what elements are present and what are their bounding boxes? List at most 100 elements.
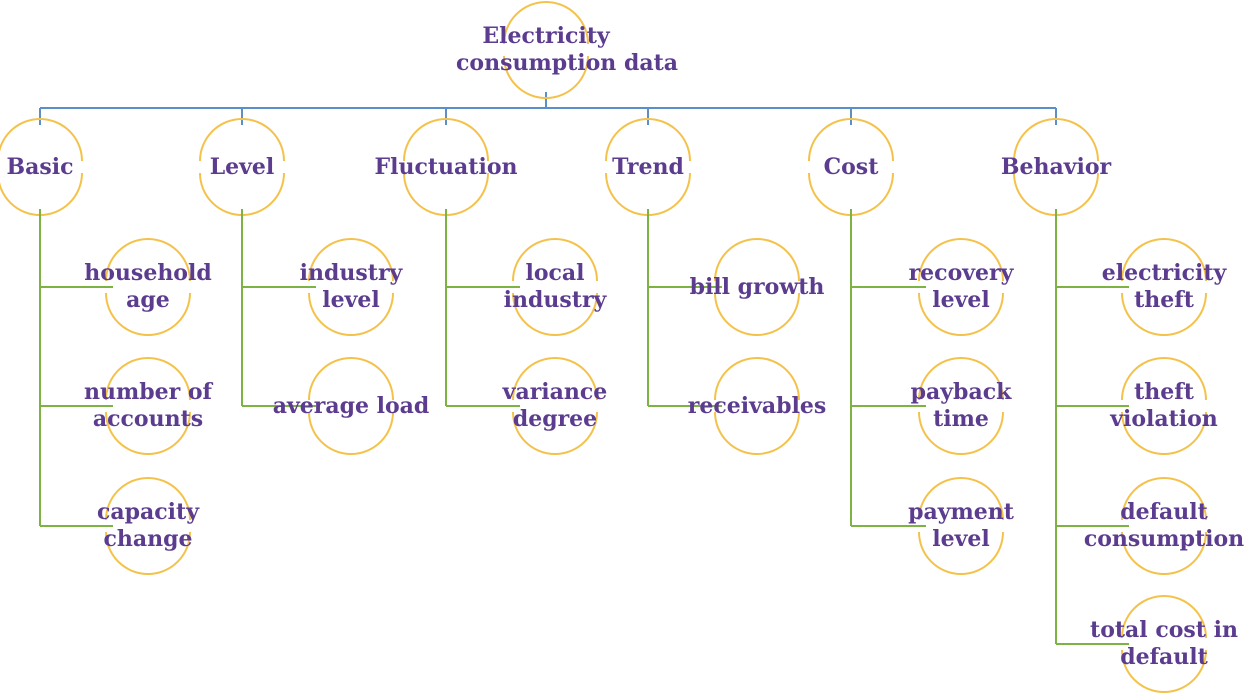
category-cost-item-2-node-arc-top	[918, 357, 1004, 401]
category-behavior-item-2-node-arc-top	[1121, 357, 1207, 401]
category-behavior-item-4-label-line: total cost in	[1090, 617, 1238, 643]
category-basic-label: Basic	[0, 154, 130, 181]
category-cost-node-arc-top	[808, 118, 894, 162]
category-cost-item-1-node-arc-bottom	[918, 292, 1004, 336]
category-cost-item-3-node-arc-bottom	[918, 531, 1004, 575]
category-cost-item-1-label-line: recovery	[908, 260, 1014, 286]
category-behavior-item-4-label-line: default	[1120, 644, 1208, 670]
category-fluctuation-label-line: Fluctuation	[374, 153, 518, 180]
category-fluctuation-item-1-node-arc-bottom	[512, 292, 598, 336]
category-fluctuation-item-1-label-line: industry	[503, 287, 607, 313]
category-level-item-1-label-line: level	[322, 287, 380, 313]
category-basic-item-3-label-line: change	[103, 526, 193, 552]
root-node-arc-top	[503, 1, 589, 45]
category-level-item-1-label-line: industry	[299, 260, 403, 286]
category-trend-item-2-label: receivables	[667, 393, 847, 420]
category-fluctuation-item-2-node-arc-top	[512, 357, 598, 401]
category-cost-label-line: Cost	[823, 153, 879, 180]
category-basic-item-1-label-line: household	[84, 260, 212, 286]
category-fluctuation-item-2-node-arc-bottom	[512, 411, 598, 455]
category-cost-item-2-label-line: time	[933, 406, 989, 432]
category-behavior-item-1-label-line: electricity	[1101, 260, 1227, 286]
category-level-item-2-label-line: average load	[272, 392, 430, 419]
category-basic-item-2-label-line: number of	[83, 379, 213, 405]
category-trend-item-2-node-arc-bottom	[714, 411, 800, 455]
category-trend-item-1-node-arc-top	[714, 238, 800, 282]
category-behavior-item-2-node-arc-bottom	[1121, 411, 1207, 455]
category-behavior-item-4-node-arc-bottom	[1121, 649, 1207, 693]
category-cost-item-3-node-arc-top	[918, 477, 1004, 521]
category-behavior-item-1-label-line: theft	[1134, 287, 1194, 313]
category-behavior-item-1-node-arc-top	[1121, 238, 1207, 282]
category-behavior-item-3-node-arc-bottom	[1121, 531, 1207, 575]
category-fluctuation-node-arc-top	[403, 118, 489, 162]
category-behavior-item-2-label-line: theft	[1134, 379, 1194, 405]
category-fluctuation-item-2-label-line: degree	[512, 406, 598, 432]
root-label-line: consumption data	[456, 50, 679, 76]
category-cost-item-1-node-arc-top	[918, 238, 1004, 282]
category-basic-item-1-node-arc-top	[105, 238, 191, 282]
category-cost-label: Cost	[761, 154, 941, 181]
category-trend-label: Trend	[558, 154, 738, 181]
category-basic-item-2-label-line: accounts	[92, 406, 204, 432]
category-behavior-item-4-node-arc-top	[1121, 595, 1207, 639]
category-fluctuation-label: Fluctuation	[356, 154, 536, 181]
category-trend-item-1-label: bill growth	[667, 274, 847, 301]
category-cost-item-2-label-line: payback	[910, 379, 1012, 405]
category-trend-node-arc-top	[605, 118, 691, 162]
category-behavior-node-arc-top	[1013, 118, 1099, 162]
category-behavior-label-line: Behavior	[1000, 153, 1112, 180]
root-node-arc-bottom	[503, 55, 589, 99]
category-trend-item-1-node-arc-bottom	[714, 292, 800, 336]
category-level-label: Level	[152, 154, 332, 181]
category-basic-label-line: Basic	[6, 153, 74, 180]
category-behavior-item-3-node-arc-top	[1121, 477, 1207, 521]
category-level-node-arc-top	[199, 118, 285, 162]
category-fluctuation-item-2-label-line: variance	[502, 379, 608, 405]
category-basic-item-1-node-arc-bottom	[105, 292, 191, 336]
category-cost-item-1-label-line: level	[932, 287, 990, 313]
category-basic-node-arc-top	[0, 118, 83, 162]
category-basic-item-1-label-line: age	[126, 287, 170, 313]
category-cost-item-3-label-line: level	[932, 526, 990, 552]
category-trend-item-2-node-arc-top	[714, 357, 800, 401]
category-behavior-item-1-node-arc-bottom	[1121, 292, 1207, 336]
category-level-item-1-node-arc-top	[308, 238, 394, 282]
category-basic-item-3-label-line: capacity	[97, 499, 199, 525]
category-trend-item-2-label-line: receivables	[687, 392, 827, 419]
category-trend-item-1-label-line: bill growth	[689, 273, 825, 300]
category-behavior-item-3-label-line: consumption	[1083, 526, 1245, 552]
category-behavior-label: Behavior	[966, 154, 1146, 181]
category-behavior-item-2-label-line: violation	[1110, 406, 1218, 432]
category-level-item-2-node-arc-top	[308, 357, 394, 401]
category-level-item-2-label: average load	[261, 393, 441, 420]
category-behavior-item-3-label-line: default	[1120, 499, 1208, 525]
category-basic-item-2-node-arc-top	[105, 357, 191, 401]
category-cost-item-2-node-arc-bottom	[918, 411, 1004, 455]
category-level-item-1-node-arc-bottom	[308, 292, 394, 336]
category-cost-item-3-label-line: payment	[908, 499, 1014, 525]
category-trend-label-line: Trend	[612, 153, 684, 180]
category-fluctuation-item-1-label-line: local	[525, 260, 585, 286]
category-level-label-line: Level	[209, 153, 275, 180]
root-label-line: Electricity	[482, 23, 610, 49]
category-basic-item-3-node-arc-top	[105, 477, 191, 521]
category-basic-item-2-node-arc-bottom	[105, 411, 191, 455]
category-level-item-2-node-arc-bottom	[308, 411, 394, 455]
category-fluctuation-item-1-node-arc-top	[512, 238, 598, 282]
